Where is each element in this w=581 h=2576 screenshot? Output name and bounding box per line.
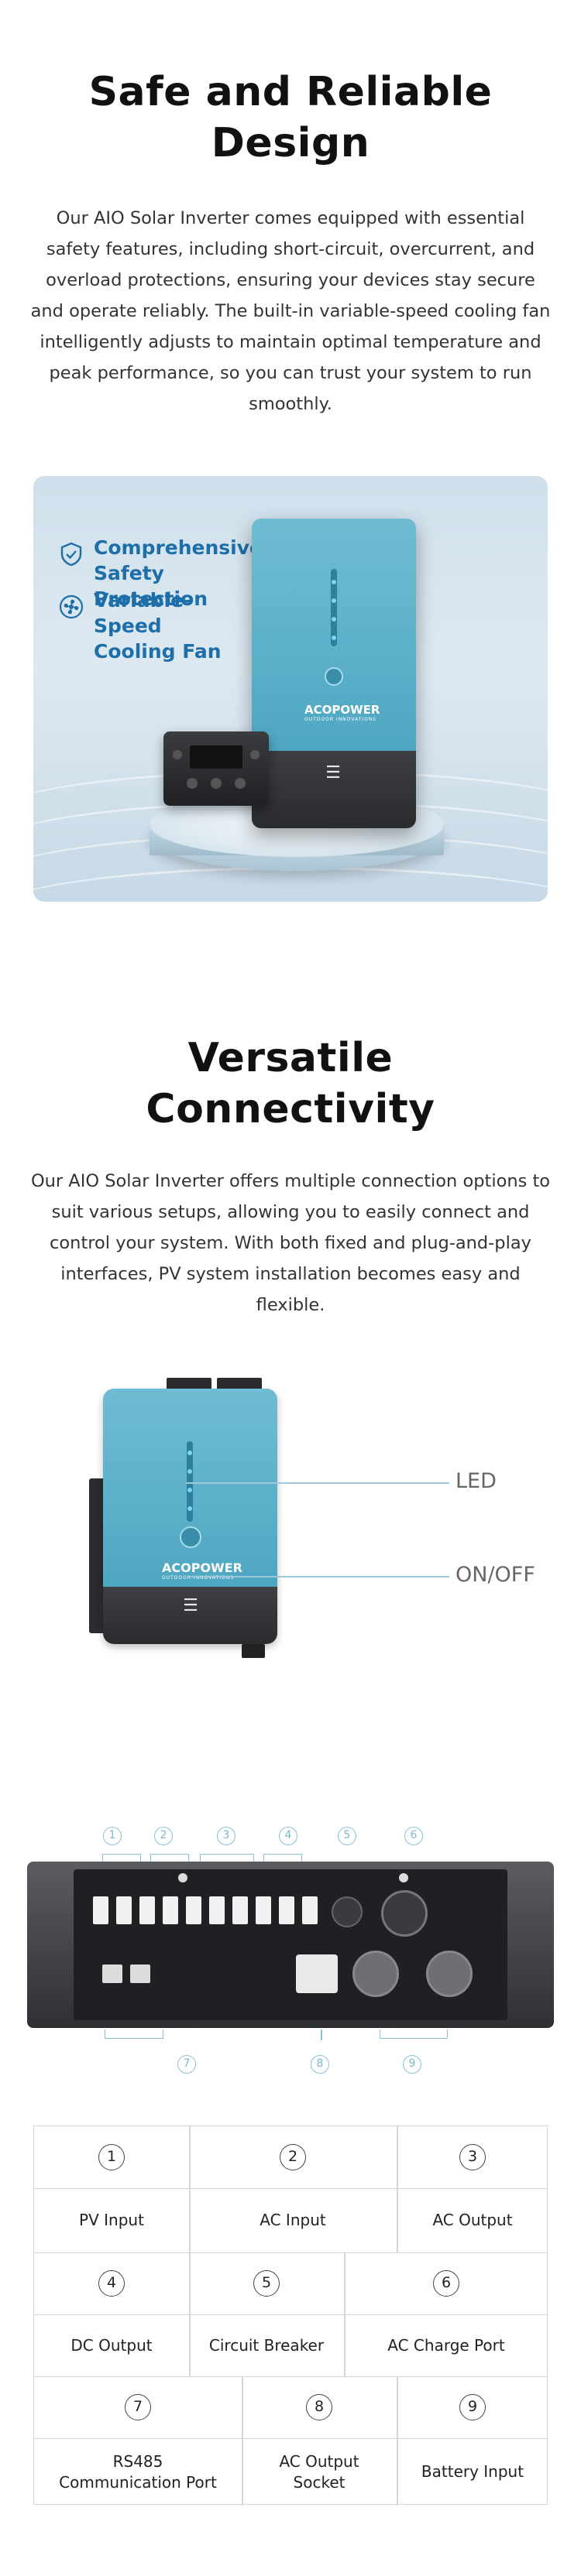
inverter-unit: ACOPOWER OUTDOOR INNOVATIONS ☰ (103, 1389, 277, 1644)
ac-charge-port (381, 1890, 428, 1937)
legend-num-3: 3 (397, 2126, 548, 2188)
port-number-7: 7 (177, 2055, 196, 2074)
port-number-4: 4 (279, 1827, 297, 1845)
menu-icon: ☰ (325, 763, 341, 783)
section-body-connectivity: Our AIO Solar Inverter offers multiple c… (30, 1171, 551, 1315)
legend-label-circuit-breaker: Circuit Breaker (208, 2335, 325, 2355)
legend-num-7: 7 (34, 2376, 242, 2438)
power-button-icon (325, 667, 343, 686)
inverter-bottom-view: 1 2 3 4 5 6 7 8 9 (0, 1827, 581, 2113)
legend-label-ac-output-socket: AC Output Socket (279, 2451, 359, 2492)
section-title-connectivity: Versatile Connectivity (146, 1035, 435, 1132)
feature-label: Variable- Speed Cooling Fan (94, 589, 222, 663)
battery-input (352, 1951, 399, 1997)
port-number-2: 2 (154, 1827, 173, 1845)
legend-num-1: 1 (34, 2126, 189, 2188)
fan-icon (59, 594, 84, 619)
legend-num-8: 8 (242, 2376, 397, 2438)
legend-num-2: 2 (189, 2126, 397, 2188)
brand-logo: ACOPOWER OUTDOOR INNOVATIONS (162, 1560, 242, 1581)
port-panel (74, 1869, 507, 2020)
legend-label-ac-charge-port: AC Charge Port (387, 2335, 505, 2355)
legend-label-rs485: RS485 Communication Port (59, 2451, 217, 2492)
port-number-9: 9 (403, 2055, 421, 2074)
legend-num-9: 9 (397, 2376, 548, 2438)
rs485-port (102, 1965, 122, 1983)
onoff-callout-line (191, 1576, 449, 1577)
port-number-8: 8 (311, 2055, 329, 2074)
legend-label-ac-output: AC Output (432, 2211, 513, 2229)
inverter-unit: ACOPOWER OUTDOOR INNOVATIONS ☰ (252, 519, 416, 828)
legend-num-5: 5 (189, 2252, 344, 2314)
power-button-icon (180, 1526, 201, 1548)
led-indicator (187, 1441, 193, 1522)
legend-num-4: 4 (34, 2252, 189, 2314)
port-number-3: 3 (217, 1827, 235, 1845)
rs485-port (130, 1965, 150, 1983)
menu-icon: ☰ (183, 1596, 198, 1615)
circuit-breaker (332, 1896, 363, 1927)
legend-num-6: 6 (344, 2252, 548, 2314)
terminal-block-row (93, 1896, 318, 1924)
section-body-safety: Our AIO Solar Inverter comes equipped wi… (30, 208, 551, 414)
inverter-front-view: ACOPOWER OUTDOOR INNOVATIONS ☰ LED ON/OF… (0, 1378, 581, 1680)
ac-output-socket (296, 1954, 338, 1993)
legend-label-dc-output: DC Output (70, 2335, 153, 2355)
remote-display-panel (163, 731, 269, 806)
feature-cooling-fan: Variable- Speed Cooling Fan (58, 587, 272, 664)
onoff-callout-label: ON/OFF (456, 1563, 535, 1587)
led-callout-line (186, 1482, 449, 1484)
port-legend-table: 1 2 3 PV Input AC Input AC Output 4 5 6 … (33, 2126, 548, 2506)
section-title-safety: Safe and Reliable Design (88, 69, 493, 166)
shield-check-icon (60, 542, 82, 567)
led-callout-label: LED (456, 1469, 497, 1493)
battery-input (426, 1951, 473, 1997)
brand-logo: ACOPOWER OUTDOOR INNOVATIONS (304, 703, 380, 722)
port-number-1: 1 (103, 1827, 122, 1845)
safety-product-image: Comprehensive Safety Protection Variable… (33, 476, 548, 902)
legend-label-battery-input: Battery Input (421, 2462, 524, 2481)
port-number-6: 6 (404, 1827, 423, 1845)
feature-label: Comprehensive Safety Protection (94, 536, 263, 610)
legend-label-pv-input: PV Input (79, 2211, 144, 2229)
port-number-5: 5 (338, 1827, 356, 1845)
feature-safety-protection: Comprehensive Safety Protection (58, 535, 272, 611)
legend-label-ac-input: AC Input (260, 2211, 326, 2229)
